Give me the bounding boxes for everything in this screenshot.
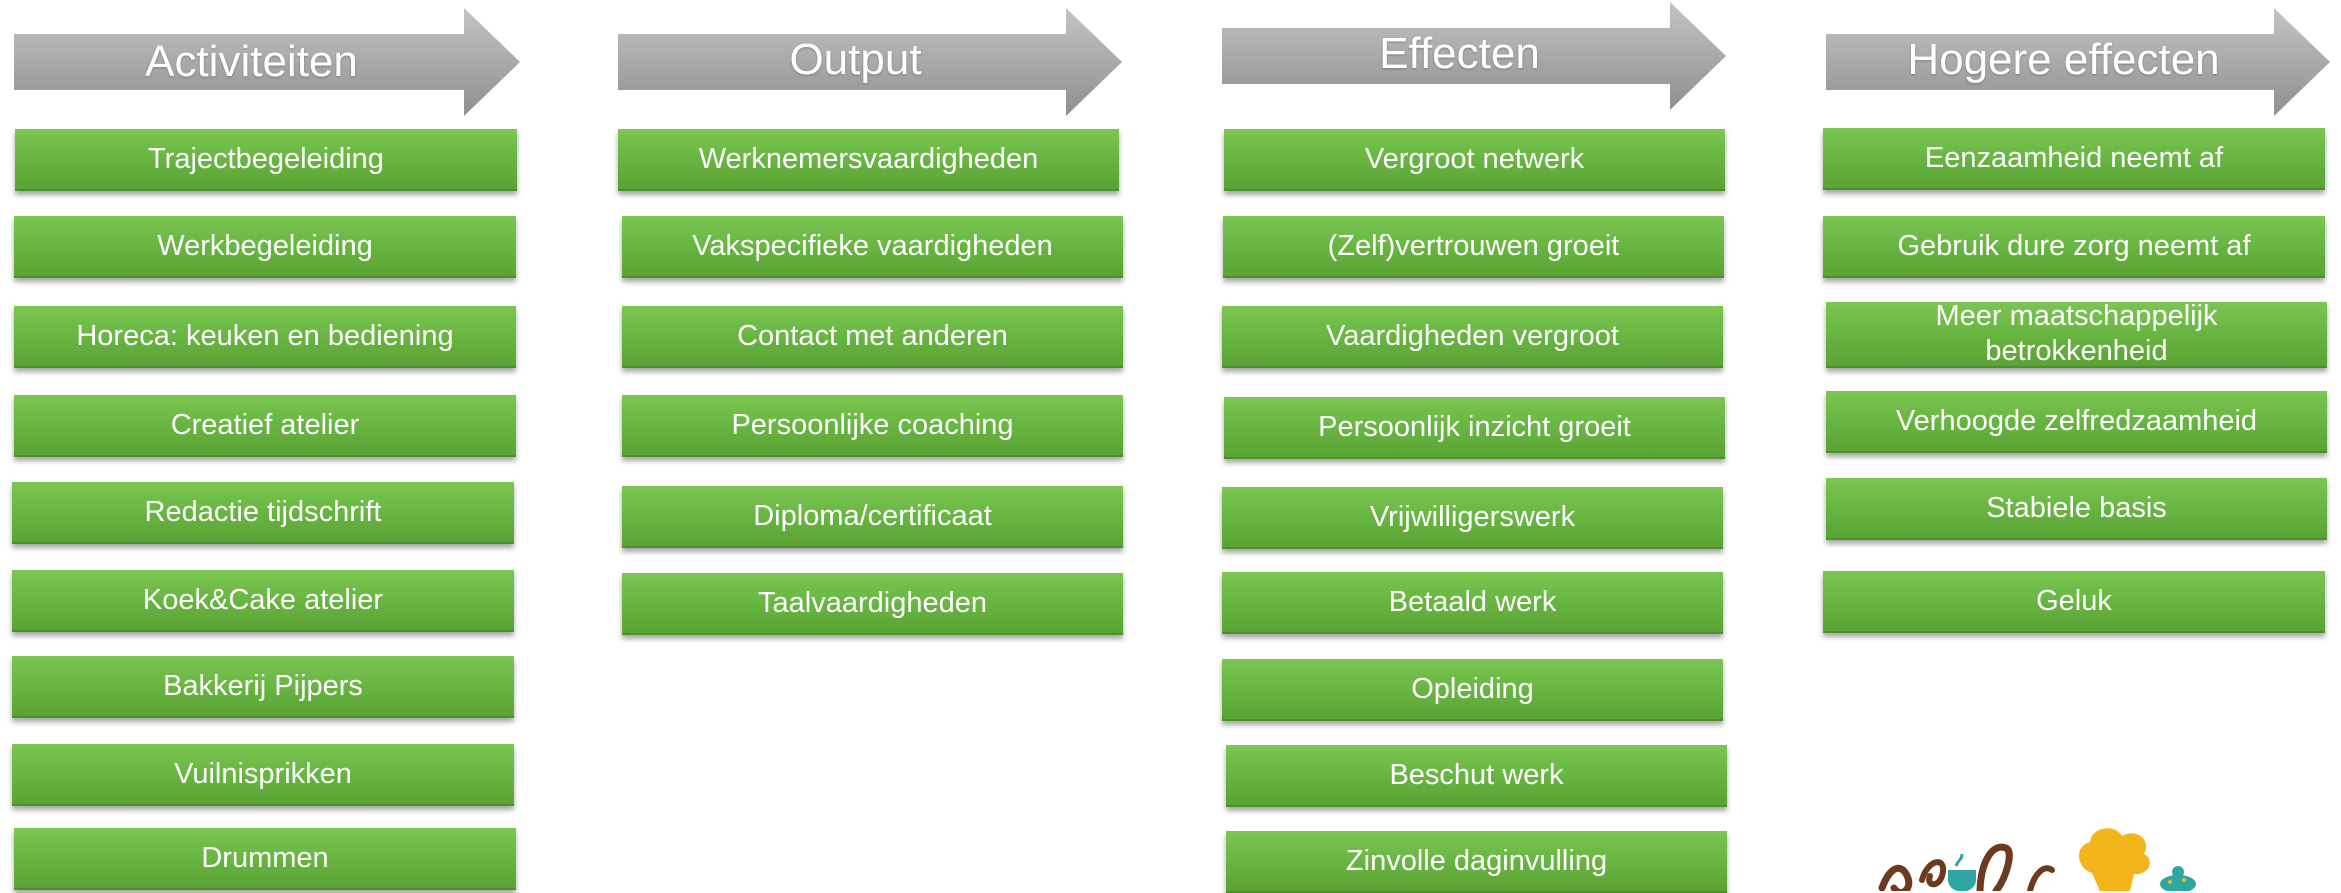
box-vuilnisprikken: Vuilnisprikken [12,744,514,806]
box-koek-cake-atelier: Koek&Cake atelier [12,570,514,632]
box-eenzaamheid-neemt-af: Eenzaamheid neemt af [1823,128,2325,190]
box-stabiele-basis: Stabiele basis [1826,478,2327,540]
box-redactie-tijdschrift: Redactie tijdschrift [12,482,514,544]
box-werkbegeleiding: Werkbegeleiding [14,216,516,278]
logo-graphic [1878,828,2196,891]
header-activiteiten: Activiteiten [145,37,358,86]
box-persoonlijke-coaching: Persoonlijke coaching [622,395,1123,457]
box-trajectbegeleiding: Trajectbegeleiding [15,129,517,191]
box-vergroot-netwerk: Vergroot netwerk [1224,129,1725,191]
box-zinvolle-daginvulling: Zinvolle daginvulling [1226,831,1727,893]
box-persoonlijk-inzicht-groeit: Persoonlijk inzicht groeit [1224,397,1725,459]
box-beschut-werk: Beschut werk [1226,745,1727,807]
box-diploma-certificaat: Diploma/certificaat [622,486,1123,548]
box-opleiding: Opleiding [1222,659,1723,721]
box-taalvaardigheden: Taalvaardigheden [622,573,1123,635]
box-drummen: Drummen [14,828,516,890]
box-contact-met-anderen: Contact met anderen [622,306,1123,368]
box-horeca: Horeca: keuken en bediening [14,306,516,368]
box-bakkerij-pijpers: Bakkerij Pijpers [12,656,514,718]
box-creatief-atelier: Creatief atelier [14,395,516,457]
box-maatschappelijk-betrokkenheid: Meer maatschappelijk betrokkenheid [1826,300,2327,368]
arrow-activiteiten [14,8,520,116]
arrow-hogere-effecten [1826,8,2330,116]
header-effecten: Effecten [1379,29,1540,78]
box-vakspecifieke-vaardigheden: Vakspecifieke vaardigheden [622,216,1123,278]
box-vaardigheden-vergroot: Vaardigheden vergroot [1222,306,1723,368]
header-output: Output [789,35,922,84]
box-vrijwilligerswerk: Vrijwilligerswerk [1222,487,1723,549]
arrow-effecten [1222,2,1726,110]
arrow-output [618,8,1122,116]
box-zelfvertrouwen-groeit: (Zelf)vertrouwen groeit [1223,216,1724,278]
header-hogere-effecten: Hogere effecten [1907,35,2220,84]
box-werknemersvaardigheden: Werknemersvaardigheden [618,129,1119,191]
box-betaald-werk: Betaald werk [1222,572,1723,634]
box-verhoogde-zelfredzaamheid: Verhoogde zelfredzaamheid [1826,391,2327,453]
box-gebruik-dure-zorg: Gebruik dure zorg neemt af [1823,216,2325,278]
box-geluk: Geluk [1823,571,2325,633]
